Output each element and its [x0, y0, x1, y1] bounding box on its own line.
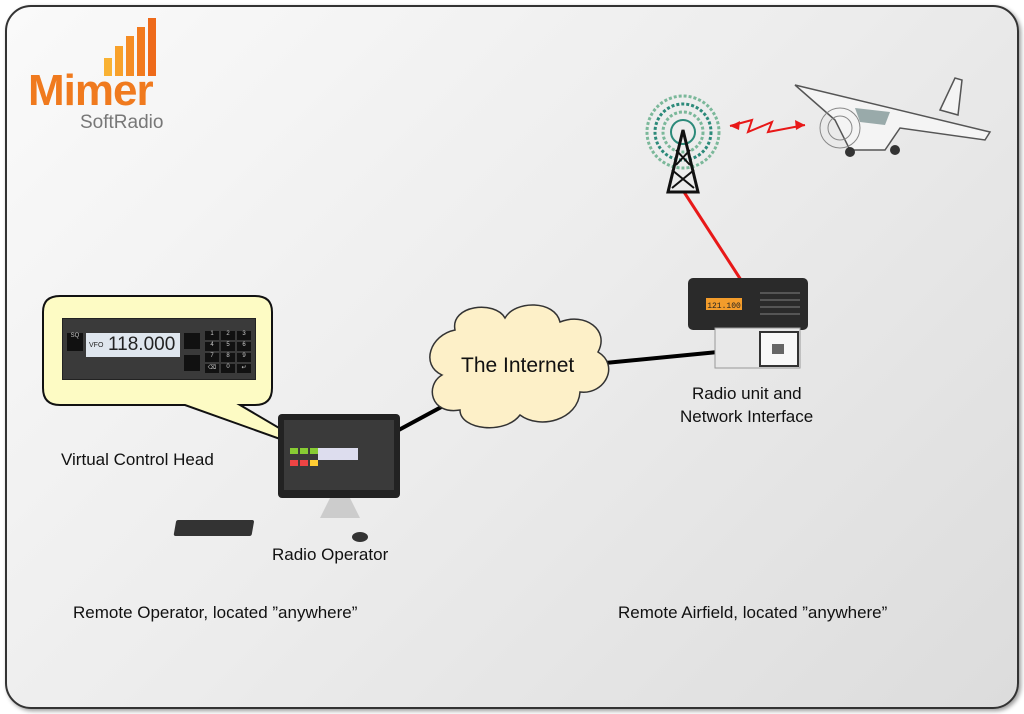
logo-subtitle: SoftRadio	[80, 112, 164, 133]
frequency-value: 118.000	[108, 334, 176, 355]
key[interactable]: 7	[205, 353, 219, 362]
remote-operator-label: Remote Operator, located ”anywhere”	[73, 603, 358, 622]
logo-bars-icon	[104, 18, 156, 76]
tune-up-button[interactable]	[184, 333, 200, 349]
radio-unit-label-1: Radio unit and	[692, 384, 802, 403]
key[interactable]: ↵	[237, 364, 251, 373]
key[interactable]: 1	[205, 331, 219, 340]
internet-radio-link	[604, 350, 719, 365]
radio-operator-label: Radio Operator	[272, 545, 389, 564]
keypad: 1 2 3 4 5 6 7 8 9 ⌫ 0 ↵	[205, 331, 251, 373]
cloud-label: The Internet	[461, 354, 575, 377]
radio-signal-zigzag	[729, 118, 806, 134]
remote-airfield-label: Remote Airfield, located ”anywhere”	[618, 603, 888, 622]
key[interactable]: 0	[221, 364, 235, 373]
key[interactable]: 8	[221, 353, 235, 362]
radio-antenna-link	[682, 191, 743, 281]
virtual-control-head-label: Virtual Control Head	[61, 450, 214, 469]
key[interactable]: 9	[237, 353, 251, 362]
tune-down-button[interactable]	[184, 355, 200, 371]
key[interactable]: ⌫	[205, 364, 219, 373]
vfo-label: VFO	[89, 342, 104, 349]
key[interactable]: 2	[221, 331, 235, 340]
radio-unit-icon: 121.100	[688, 278, 808, 369]
sq-button[interactable]: SQ	[67, 333, 83, 351]
radio-display: 121.100	[707, 302, 741, 311]
key[interactable]: 6	[237, 342, 251, 351]
key[interactable]: 4	[205, 342, 219, 351]
internet-cloud	[429, 304, 610, 429]
frequency-display: VFO 118.000	[86, 333, 180, 357]
virtual-control-head-screen: SQ VFO 118.000 1 2 3 4 5 6 7 8 9 ⌫ 0 ↵	[62, 318, 256, 380]
radio-tower-icon	[645, 94, 721, 194]
radio-unit-label-2: Network Interface	[680, 407, 814, 426]
key[interactable]: 3	[237, 331, 251, 340]
key[interactable]: 5	[221, 342, 235, 351]
computer-monitor-icon	[173, 414, 400, 542]
logo-name: Mimer	[28, 66, 154, 115]
airplane-icon	[794, 77, 992, 157]
